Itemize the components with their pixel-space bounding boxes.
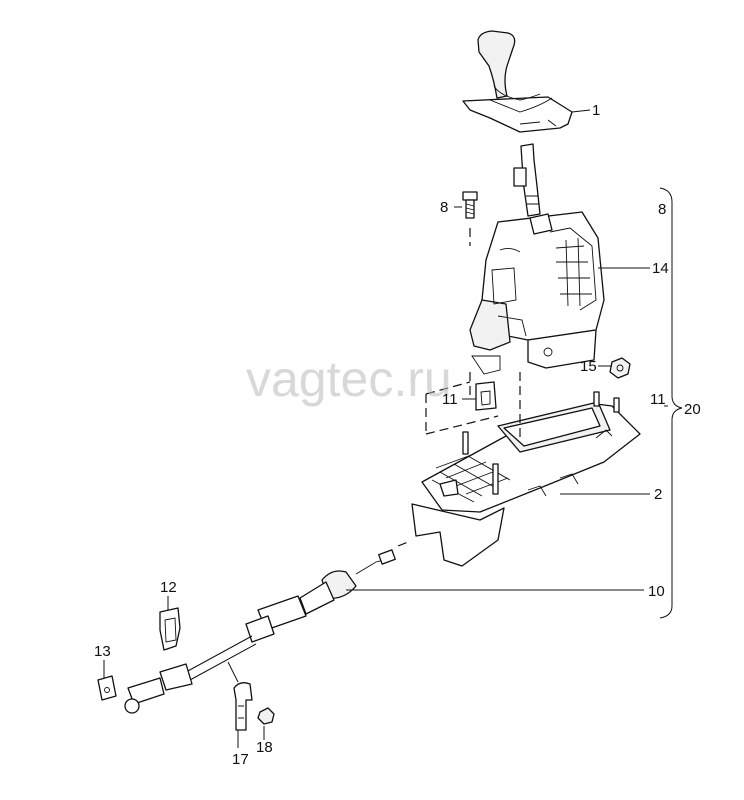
callout-8-right: 8	[658, 201, 666, 218]
part-1-gear-knob-cover	[462, 30, 573, 133]
part-13-small-bracket	[97, 675, 117, 701]
watermark-text: vagtec.ru	[246, 351, 452, 407]
part-18-nut	[257, 707, 275, 725]
callout-20: 20	[684, 401, 701, 418]
part-12-cable-clip	[159, 607, 181, 651]
callout-15: 15	[580, 358, 597, 375]
part-8-screw	[462, 191, 478, 219]
part-10-selector-cable	[124, 549, 396, 714]
callout-11-left: 11	[442, 391, 458, 408]
callout-12: 12	[160, 579, 177, 596]
callout-11-right: 11	[650, 391, 666, 408]
leader-lines	[103, 109, 668, 748]
callout-8-left: 8	[440, 199, 448, 216]
callout-14: 14	[652, 260, 669, 277]
callout-2: 2	[654, 486, 662, 503]
part-11-retaining-clip	[475, 381, 497, 411]
part-14-selector-housing	[469, 211, 605, 375]
grouping-brace	[659, 187, 683, 619]
part-15-nut	[609, 357, 631, 379]
callout-18: 18	[256, 739, 273, 756]
part-17-bracket	[233, 682, 253, 731]
shift-lever-rod	[513, 143, 541, 217]
callout-17: 17	[232, 751, 249, 768]
callout-10: 10	[648, 583, 665, 600]
part-2-base-tray	[411, 391, 641, 567]
assembly-dashed-lines	[397, 228, 521, 547]
callout-1: 1	[592, 102, 600, 119]
callout-13: 13	[94, 643, 111, 660]
